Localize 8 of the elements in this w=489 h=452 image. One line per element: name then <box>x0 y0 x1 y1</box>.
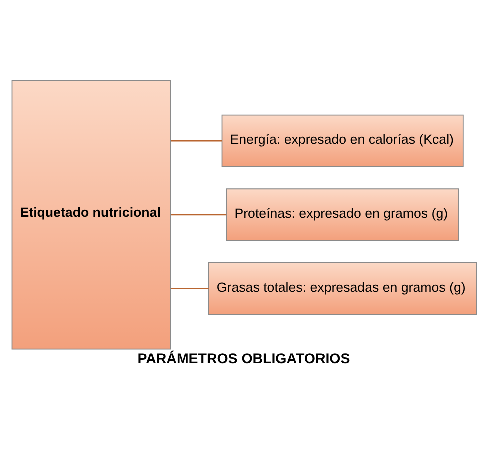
caption: PARÁMETROS OBLIGATORIOS <box>138 350 350 367</box>
node-box: Energía: expresado en calorías (Kcal) <box>222 114 464 167</box>
node-box: Grasas totales: expresadas en gramos (g) <box>208 262 478 315</box>
connector <box>170 140 222 142</box>
node-box: Proteínas: expresado en gramos (g) <box>226 188 460 241</box>
connector <box>170 288 209 289</box>
connector <box>170 214 227 216</box>
node-box: Etiquetado nutricional <box>12 80 172 350</box>
